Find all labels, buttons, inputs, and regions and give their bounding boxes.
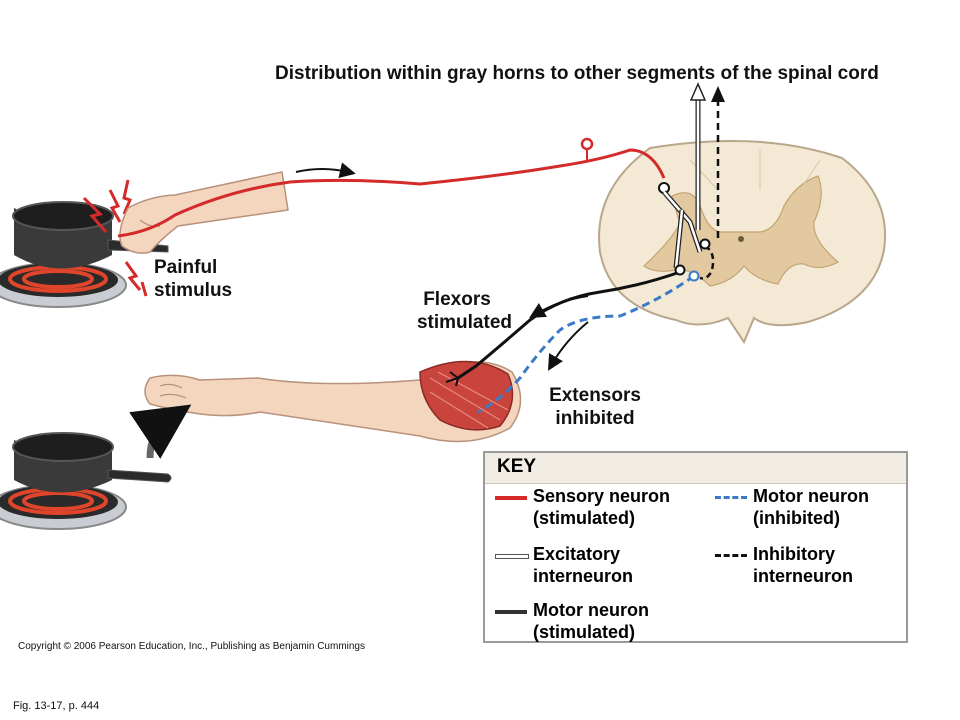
legend-item-text: Motor neuron (inhibited) (753, 485, 869, 529)
painful-line1: Painful (154, 257, 218, 278)
extensors-arrow (547, 321, 589, 371)
flexors-line2: stimulated (416, 312, 512, 333)
excitatory-outline-swatch (495, 554, 529, 559)
arm-touching-pan (119, 171, 289, 254)
inhibitory-dash-swatch (715, 554, 747, 557)
legend-line: Excitatory (533, 544, 621, 564)
withdrawal-arrow (129, 404, 192, 459)
legend-line: Sensory neuron (533, 486, 671, 506)
motor-neuron-stimulated (445, 264, 686, 387)
legend-item-excitatory: Excitatory interneuron (495, 543, 695, 595)
motor-neuron-inhibited (477, 270, 700, 414)
flexors-line1: Flexors (423, 289, 491, 310)
sensory-ganglion-icon (580, 137, 594, 160)
extensors-line2: inhibited (555, 408, 635, 429)
sensory-line-swatch (495, 496, 527, 500)
pain-bolt-icons (82, 179, 148, 297)
impulse-direction-arrow (295, 162, 356, 178)
motor-inhibited-dash-swatch (715, 496, 747, 499)
excitatory-interneuron (662, 82, 707, 269)
legend-item-text: Excitatory interneuron (533, 543, 633, 587)
copyright-notice: Copyright © 2006 Pearson Education, Inc.… (18, 641, 365, 652)
spinal-cord-cross-section (598, 139, 886, 345)
legend-item-text: Sensory neuron (stimulated) (533, 485, 670, 529)
legend-item-inhibitory: Inhibitory interneuron (715, 543, 915, 595)
arm-withdrawn (144, 360, 522, 443)
legend-header: KEY (485, 453, 906, 484)
figure-reference: Fig. 13-17, p. 444 (13, 700, 100, 712)
flexors-stimulated-label: Flexors stimulated (402, 288, 512, 334)
legend-item-motor-stimulated: Motor neuron (stimulated) (495, 599, 695, 651)
legend-key: KEY Sensory neuron (stimulated) Motor ne… (483, 451, 908, 643)
legend-line: (stimulated) (533, 508, 636, 528)
legend-item-sensory: Sensory neuron (stimulated) (495, 485, 695, 537)
legend-line: Motor neuron (533, 600, 649, 620)
legend-line: Inhibitory (753, 544, 835, 564)
legend-line: interneuron (533, 566, 634, 586)
hot-pan-bottom (0, 432, 172, 530)
painful-line2: stimulus (154, 280, 233, 301)
inhibitory-interneuron (699, 86, 725, 280)
legend-line: Motor neuron (753, 486, 869, 506)
legend-line: (stimulated) (533, 622, 636, 642)
legend-line: (inhibited) (753, 508, 840, 528)
sensory-terminal (658, 182, 670, 194)
extensors-line1: Extensors (549, 385, 641, 406)
diagram-title: Distribution within gray horns to other … (275, 63, 879, 84)
legend-item-motor-inhibited: Motor neuron (inhibited) (715, 485, 915, 537)
painful-stimulus-label: Painful stimulus (154, 256, 232, 302)
hot-pan-top (0, 201, 169, 308)
legend-line: interneuron (753, 566, 854, 586)
legend-title: KEY (497, 456, 537, 477)
legend-item-text: Inhibitory interneuron (753, 543, 853, 587)
motor-stimulated-line-swatch (495, 610, 527, 614)
extensors-inhibited-label: Extensors inhibited (540, 384, 650, 430)
legend-item-text: Motor neuron (stimulated) (533, 599, 649, 643)
sensory-neuron (117, 148, 666, 238)
